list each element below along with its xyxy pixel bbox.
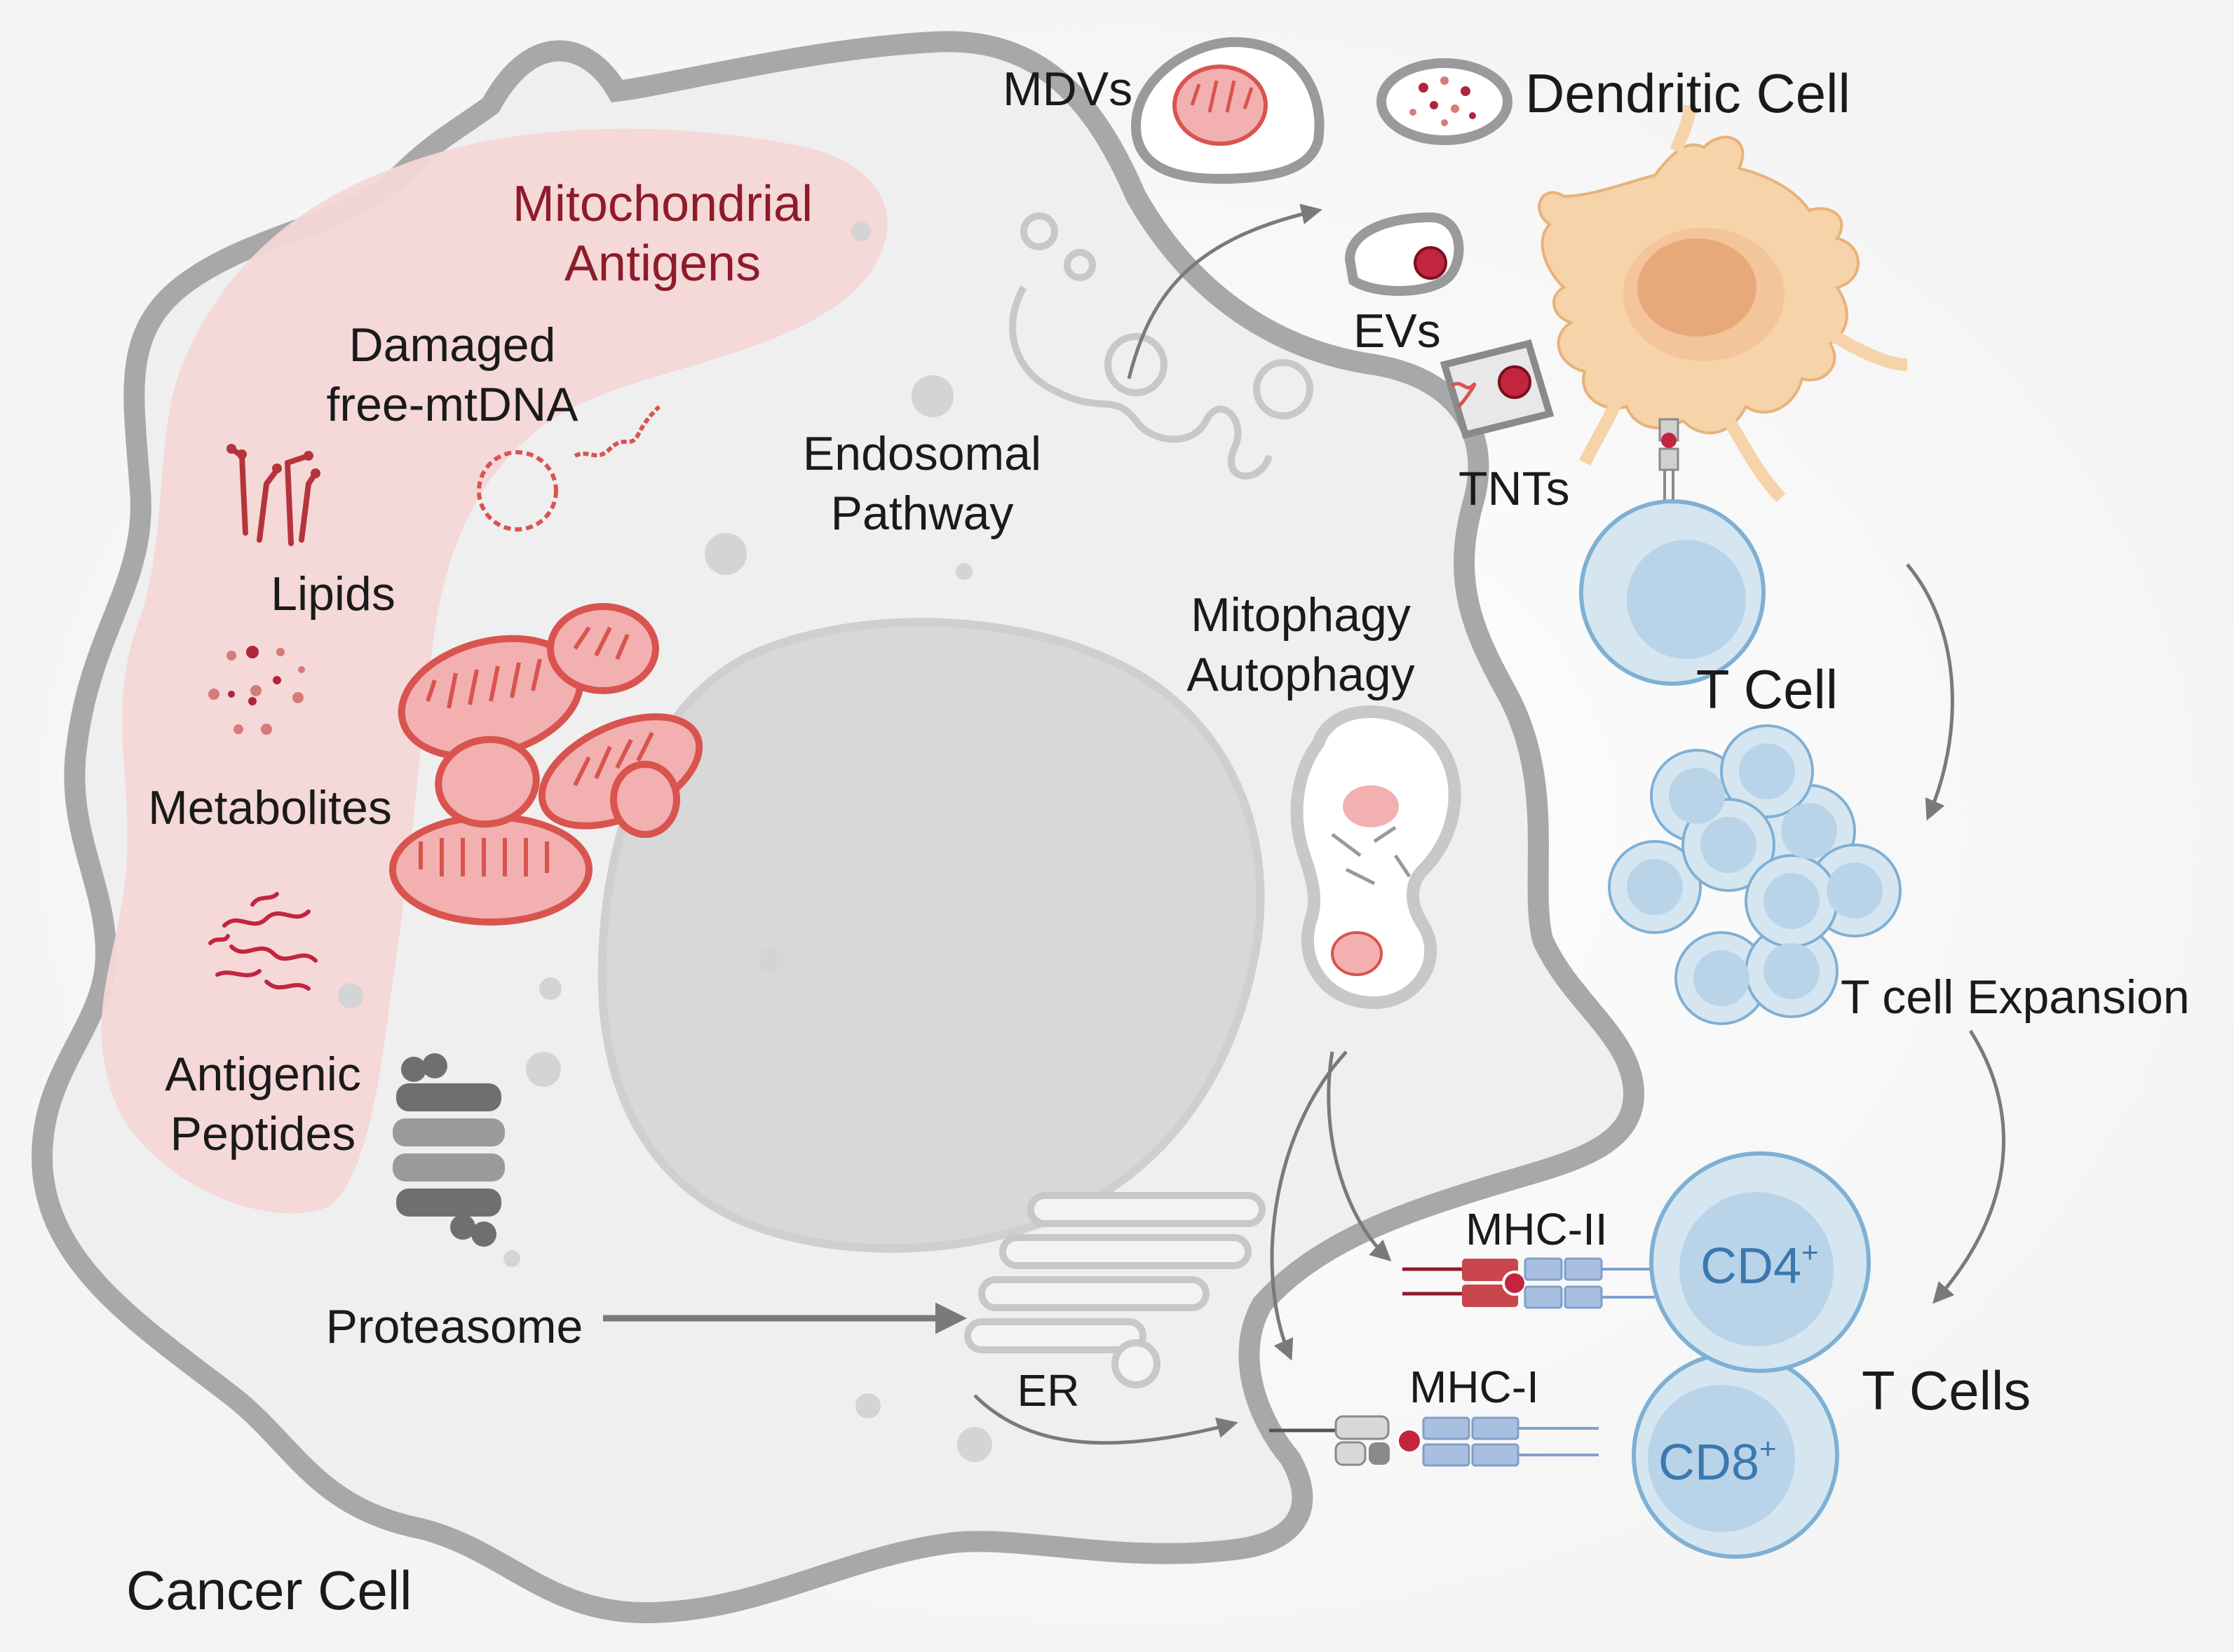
tnt-tube [1440, 339, 1555, 440]
antigenic-peptides-label-2: Peptides [170, 1107, 356, 1160]
endosomal-label-1: Endosomal [803, 427, 1041, 480]
mitophagy-label: Mitophagy [1191, 588, 1411, 642]
cd8-tcell [1632, 1351, 1839, 1559]
er-to-mhc-i-arrow [973, 1394, 1238, 1445]
metabolites-label: Metabolites [148, 781, 392, 834]
damaged-label-1: Damaged [349, 318, 556, 372]
cd8-label: CD8+ [1658, 1432, 1777, 1491]
dc-tcell-receptor [1658, 418, 1679, 505]
endosomal-label-2: Pathway [831, 487, 1014, 540]
autophagy-to-mhc-ii-arrow [1327, 1051, 1392, 1262]
expansion-to-tcells-arrow [1932, 1029, 2005, 1304]
cd4-superscript: + [1801, 1235, 1819, 1268]
endosome-to-mdv-arrow [1127, 203, 1322, 379]
autophagy-label: Autophagy [1186, 648, 1414, 701]
antigenic-peptides-label-1: Antigenic [165, 1048, 361, 1101]
proteasome-label: Proteasome [326, 1300, 583, 1353]
mhc-i-complex [1269, 1415, 1599, 1467]
t-cell [1579, 499, 1766, 686]
antigenic-peptides-icon [208, 892, 318, 991]
cd8-superscript: + [1759, 1432, 1777, 1465]
tcell-cluster-nuclei [1627, 743, 1883, 1006]
t-cell-expansion-label: T cell Expansion [1841, 970, 2190, 1024]
mitochondrial-antigens-label-1: Mitochondrial [513, 176, 813, 232]
cd4-label: CD4+ [1700, 1235, 1819, 1294]
metabolites-icon [208, 646, 305, 735]
mito-antigen-region [101, 128, 888, 1214]
evs-label: EVs [1353, 304, 1441, 358]
tcell-to-expansion-arrow [1906, 563, 1954, 821]
t-cell-label: T Cell [1696, 658, 1838, 720]
mhc-ii-complex [1402, 1257, 1655, 1309]
mtdna-icon [477, 405, 661, 532]
tnts-label: TNTs [1458, 462, 1570, 515]
cd8-text: CD8 [1658, 1435, 1759, 1491]
damaged-label-2: free-mtDNA [327, 378, 579, 431]
autophagy-to-mhc-i-arrow [1270, 1050, 1348, 1361]
t-cells-label: T Cells [1862, 1360, 2031, 1421]
mhc-i-label: MHC-I [1409, 1362, 1539, 1412]
mhc-ii-label: MHC-II [1465, 1204, 1608, 1254]
dendritic-cell [1538, 104, 1908, 503]
autophagosome [1290, 705, 1461, 1010]
mdvs-label: MDVs [1003, 62, 1132, 116]
er-structure [964, 1192, 1266, 1388]
ev-vesicle [1344, 212, 1464, 296]
er-label: ER [1017, 1365, 1080, 1416]
mdv-vesicle [1130, 36, 1325, 184]
endosomal-structure [1009, 212, 1313, 480]
dendritic-cell-label: Dendritic Cell [1525, 62, 1850, 124]
mitochondria-cristae [419, 626, 654, 876]
lipids-icon [226, 444, 320, 546]
mitochondrial-antigens-label-2: Antigens [564, 236, 761, 292]
lipids-label: Lipids [271, 567, 395, 621]
cd4-text: CD4 [1700, 1238, 1801, 1294]
cytoplasm-vesicles [338, 222, 992, 1462]
cancer-cell-label: Cancer Cell [126, 1559, 412, 1621]
proteasome-icon [393, 1053, 505, 1247]
cd4-tcell [1649, 1151, 1871, 1373]
dc-vesicle [1376, 58, 1512, 145]
